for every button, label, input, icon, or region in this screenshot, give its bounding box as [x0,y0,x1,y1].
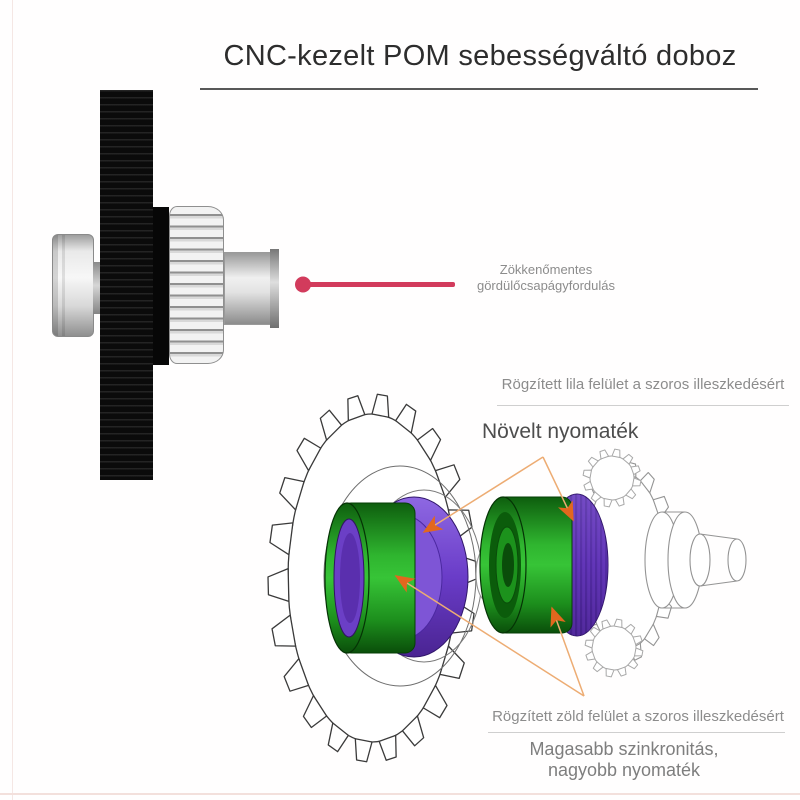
callout-lines-orange [394,456,585,697]
left-shaft-stub [93,262,101,314]
separator-line-1 [497,405,789,406]
pinion-gear [169,206,224,364]
green-hub-right [479,496,573,634]
wireframe-small-gear-top [582,448,642,508]
main-shaft [224,252,274,325]
arrow-to-purple-left [422,456,544,533]
gear-hub [153,207,169,365]
page-title: CNC-kezelt POM sebességváltó doboz [223,40,737,72]
left-bearing [52,234,94,337]
separator-line-2 [488,732,785,733]
arrow-to-purple-right [542,456,574,522]
arrow-to-green-left [394,575,585,697]
shaft-step [270,249,279,328]
bearing-note-line1: Zökkenőmentes [499,262,593,277]
title-underline [200,88,758,90]
green-hub-left [324,502,416,654]
purple-surface-note: Rögzített lila felület a szoros illeszke… [501,376,785,393]
frame-left-edge [12,0,13,800]
wireframe-small-gear-bottom [584,618,644,678]
frame-bottom-edge [0,793,800,795]
green-surface-note: Rögzített zöld felület a szoros illeszke… [492,708,784,725]
synchronicity-note: Magasabb szinkronitás, nagyobb nyomaték [469,739,779,781]
bearing-note: Zökkenőmentes gördülőcsapágyfordulás [441,262,651,294]
wireframe-shaft-right [644,511,747,609]
bearing-note-line2: gördülőcsapágyfordulás [476,278,616,293]
pointer-dot-icon [295,276,311,293]
synchronicity-note-line2: nagyobb nyomaték [547,760,701,780]
arrow-to-green-right [550,606,585,697]
synchronicity-note-line1: Magasabb szinkronitás, [529,739,719,759]
torque-note: Növelt nyomaték [482,420,639,443]
bearing-pointer [295,276,455,293]
black-spur-gear [100,90,153,480]
